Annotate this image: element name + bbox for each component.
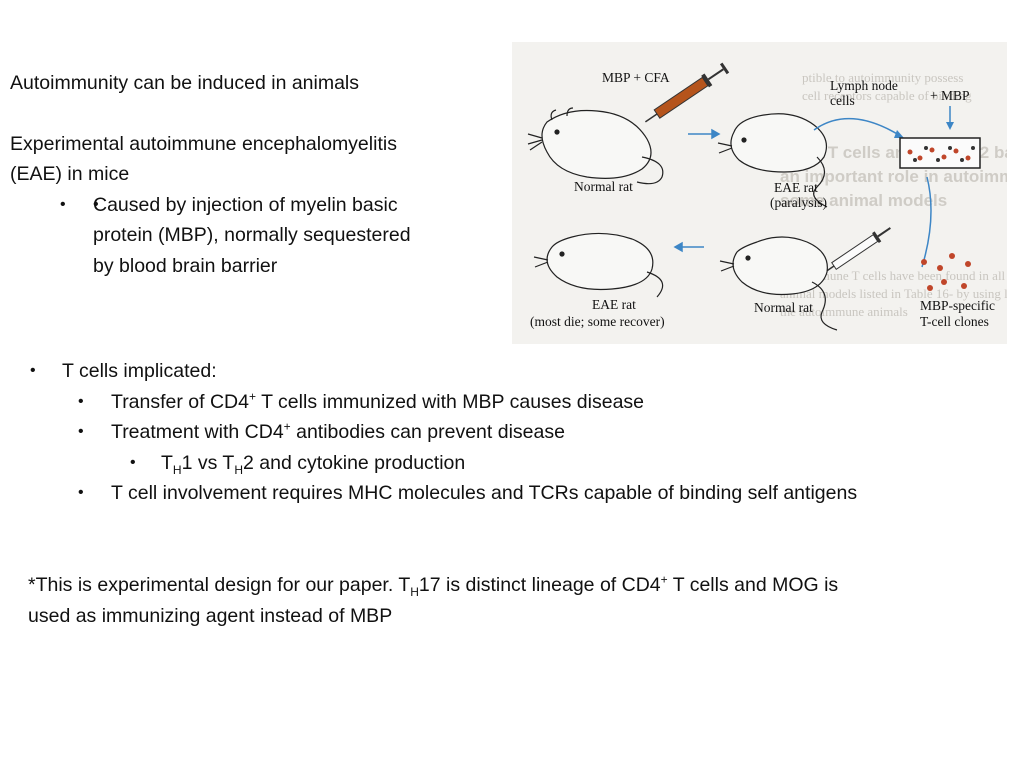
- svg-text:Autoimmune T cells have been f: Autoimmune T cells have been found in al…: [780, 268, 1007, 283]
- arrow-down-head-icon: [946, 122, 954, 130]
- lymph-node-label-1: Lymph node: [830, 78, 898, 93]
- injection-label: MBP + CFA: [602, 70, 670, 85]
- th-text-b: 1 vs T: [181, 451, 235, 474]
- bullet-icon: •: [78, 484, 84, 501]
- treatment-text-b: antibodies can prevent disease: [290, 421, 565, 443]
- note-sub: H: [410, 584, 419, 599]
- note-text-c: T cells and MOG is: [667, 574, 839, 596]
- plus-mbp-label: + MBP: [930, 88, 970, 103]
- bullet-transfer: • Transfer of CD4+ T cells immunized wit…: [28, 387, 857, 418]
- bullet-icon: •: [78, 423, 84, 440]
- eae-rat-bottom-label: EAE rat: [592, 297, 636, 312]
- normal-rat-bottom-label: Normal rat: [754, 300, 813, 315]
- treatment-sup: +: [283, 419, 291, 434]
- th-sub-2: H: [234, 462, 244, 477]
- most-die-label: (most die; some recover): [530, 314, 665, 329]
- eae-line-1: Experimental autoimmune encephalomyeliti…: [10, 132, 397, 155]
- normal-rat-top-label: Normal rat: [574, 179, 633, 194]
- eae-line-2: (EAE) in mice: [10, 163, 130, 185]
- arrow-clone-icon: [921, 176, 932, 268]
- note-text-a: *This is experimental design for our pap…: [28, 574, 411, 596]
- background-text: ptible to autoimmunity possess cell rece…: [780, 70, 1007, 319]
- note-text-b: 17 is distinct lineage of CD4: [418, 574, 661, 596]
- bullet-th1-th2: • TH1 vs TH2 and cytokine production: [28, 448, 857, 479]
- lymph-node-label-2: cells: [830, 93, 855, 108]
- transfer-text-b: T cells immunized with MBP causes diseas…: [256, 390, 645, 413]
- th-sub-1: H: [172, 462, 182, 477]
- svg-text:some animal models: some animal models: [780, 191, 947, 210]
- tcells-title-row: • T cells implicated:: [28, 356, 857, 387]
- bullet-icon: •: [30, 362, 36, 379]
- transfer-sup: +: [249, 389, 257, 403]
- tcells-block: • T cells implicated: • Transfer of CD4+…: [28, 356, 857, 509]
- transfer-text-a: Transfer of CD4: [111, 390, 249, 413]
- arrow-left-icon: [673, 241, 704, 253]
- clones-label-2: T-cell clones: [920, 314, 989, 329]
- rat-normal-bottom-icon: [719, 236, 838, 331]
- svg-text:cell receptors capable of bind: cell receptors capable of binding: [802, 88, 972, 103]
- rat-eae-bottom-icon: [533, 232, 664, 298]
- svg-text:ptible to autoimmunity possess: ptible to autoimmunity possess: [802, 70, 963, 85]
- bullet-treatment: • Treatment with CD4+ antibodies can pre…: [28, 417, 857, 448]
- arrow-head-icon: [894, 130, 904, 138]
- syringe-top-icon: [644, 62, 730, 123]
- note-sup: +: [660, 572, 668, 587]
- svg-text:animal models listed in Table: animal models listed in Table 16- by usi…: [780, 286, 1007, 301]
- bullet-mhc: • T cell involvement requires MHC molecu…: [28, 478, 857, 509]
- eae-figure: ptible to autoimmunity possess cell rece…: [512, 42, 1007, 344]
- th-text-c: 2 and cytokine production: [243, 451, 466, 474]
- svg-text:the autoimmune animals: the autoimmune animals: [780, 304, 908, 319]
- bullet-mbp-line-2: protein (MBP), normally sequestered: [93, 224, 411, 246]
- rat-eae-top-icon: [717, 113, 828, 208]
- bullet-mbp-line-3: by blood brain barrier: [93, 254, 278, 277]
- treatment-text-a: Treatment with CD4: [111, 421, 284, 443]
- clone-dots-icon: [921, 253, 971, 291]
- svg-text:an important role in autoimmun: an important role in autoimmunity in: [780, 167, 1007, 186]
- intro-block: Autoimmunity can be induced in animals E…: [10, 68, 411, 281]
- syringe-bottom-icon: [823, 227, 891, 274]
- mhc-text: T cell involvement requires MHC molecule…: [111, 482, 858, 504]
- arrow-right-icon: [688, 128, 721, 140]
- culture-dish-icon: [899, 137, 981, 169]
- note-line-1: *This is experimental design for our pap…: [28, 570, 838, 601]
- bullet-icon: •: [78, 392, 84, 410]
- bullet-icon: •: [130, 453, 136, 471]
- rat-normal-top-icon: [527, 107, 664, 185]
- arrow-curve-icon: [813, 118, 900, 136]
- clones-label-1: MBP-specific: [920, 298, 995, 313]
- paralysis-label: (paralysis): [770, 195, 827, 210]
- th-text-a: T: [161, 451, 173, 474]
- bullet-icon: •: [60, 195, 66, 213]
- eae-rat-top-label: EAE rat: [774, 180, 818, 195]
- bullet-mbp: • Caused by injection of myelin basic pr…: [10, 190, 411, 282]
- eae-diagram: ptible to autoimmunity possess cell rece…: [527, 62, 1007, 331]
- bullet-mbp-line-1: Caused by injection of myelin basic: [93, 193, 398, 216]
- tcells-title: T cells implicated:: [62, 360, 217, 382]
- note-block: *This is experimental design for our pap…: [28, 570, 838, 631]
- heading-text: Autoimmunity can be induced in animals: [10, 72, 360, 94]
- note-line-2: used as immunizing agent instead of MBP: [28, 604, 393, 627]
